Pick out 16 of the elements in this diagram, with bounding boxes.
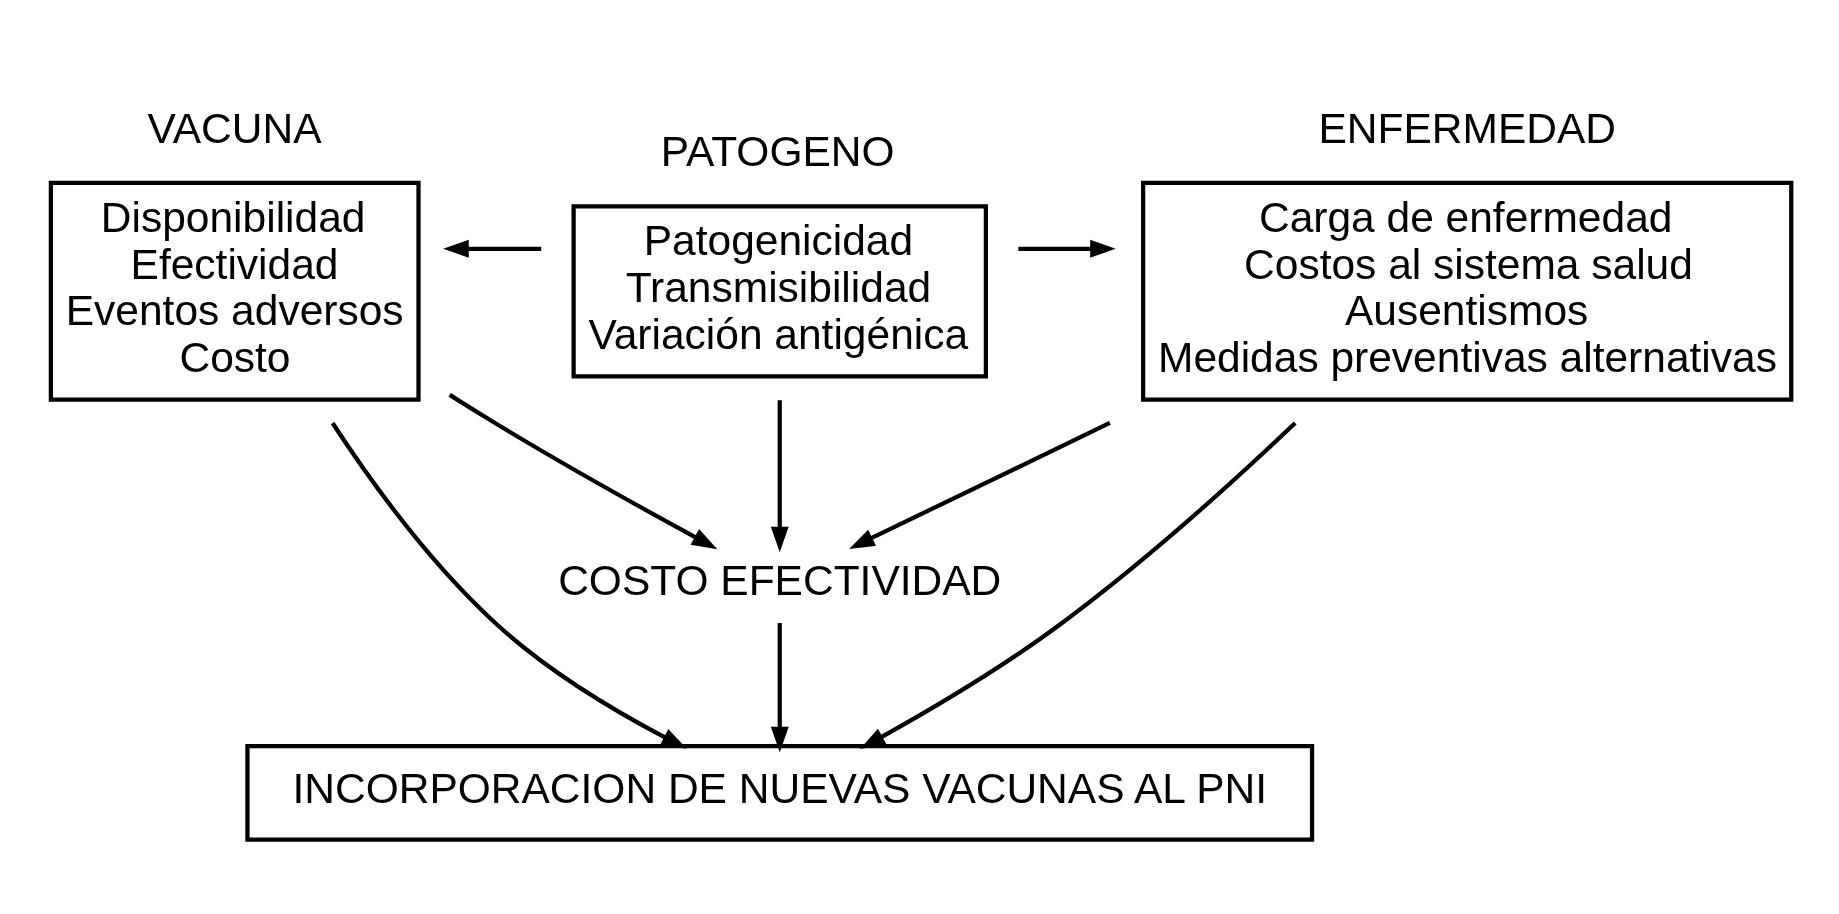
node-box: INCORPORACION DE NUEVAS VACUNAS AL PNI bbox=[244, 743, 1314, 842]
arrow bbox=[848, 421, 1111, 549]
arrow bbox=[442, 239, 541, 258]
arrow bbox=[448, 393, 717, 550]
node-box: Patogenicidad Transmisibilidad Variación antigénica bbox=[571, 204, 988, 379]
node-box: Disponibilidad Efectividad Eventos adversos Costo bbox=[48, 180, 421, 402]
arrow bbox=[770, 400, 789, 553]
node-label: PATOGENO bbox=[660, 127, 895, 175]
node-label: VACUNA bbox=[147, 104, 322, 152]
arrow bbox=[859, 421, 1297, 749]
arrow bbox=[330, 421, 687, 749]
node-label: ENFERMEDAD bbox=[1317, 104, 1616, 152]
arrow bbox=[1017, 239, 1116, 258]
node-box: Carga de enfermedad Costos al sistema salud Ausentismos Medidas preventivas alternativas bbox=[1140, 180, 1793, 402]
node-text: COSTO EFECTIVIDAD bbox=[557, 557, 1001, 605]
arrow bbox=[770, 623, 789, 753]
